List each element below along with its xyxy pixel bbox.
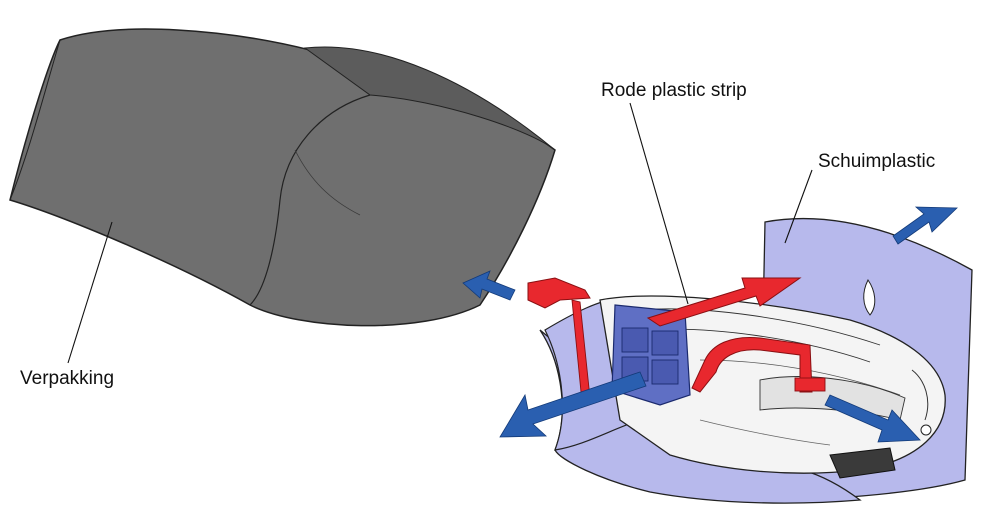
label-foam: Schuimplastic <box>818 151 936 172</box>
packaging-bag <box>9 28 556 327</box>
arrow-lower-left-icon <box>499 371 647 438</box>
leader-red-strip <box>629 102 689 305</box>
label-packaging: Verpakking <box>20 368 115 389</box>
arrow-upper-left-icon <box>462 270 516 301</box>
leader-lines <box>67 102 813 364</box>
leader-packaging <box>67 221 113 364</box>
red-plastic-strips <box>527 277 826 403</box>
leader-foam <box>784 169 813 244</box>
label-red-plastic-strip: Rode plastic strip <box>601 80 747 101</box>
direction-arrows <box>462 206 958 443</box>
arrow-upper-right-icon <box>892 206 958 245</box>
arrow-lower-right-icon <box>824 394 921 443</box>
